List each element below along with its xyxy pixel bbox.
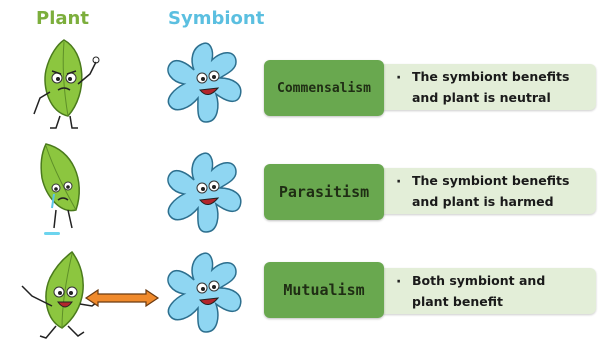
smiling-microbe-icon <box>167 252 242 333</box>
plant-column-header: Plant <box>36 8 89 29</box>
relationship-description-box: · The symbiont benefits and plant is har… <box>382 168 596 214</box>
relationship-label: Mutualism <box>264 262 384 318</box>
smiling-microbe-icon <box>167 42 242 123</box>
double-arrow-icon <box>84 288 160 308</box>
relationship-description: Both symbiont and plant benefit <box>412 273 546 309</box>
smiling-microbe-icon <box>167 152 242 233</box>
symbiont-column-header: Symbiont <box>168 8 265 29</box>
relationship-description-box: · Both symbiont and plant benefit <box>382 268 596 314</box>
relationship-description: The symbiont benefits and plant is harme… <box>412 173 570 209</box>
relationship-description-box: · The symbiont benefits and plant is neu… <box>382 64 596 110</box>
relationship-label: Commensalism <box>264 60 384 116</box>
crying-leaf-icon <box>40 143 80 235</box>
relationship-label: Parasitism <box>264 164 384 220</box>
bullet: · <box>396 174 402 190</box>
bullet: · <box>396 70 402 86</box>
happy-leaf-icon <box>21 250 101 339</box>
relationship-description: The symbiont benefits and plant is neutr… <box>412 69 570 105</box>
bullet: · <box>396 274 402 290</box>
waving-leaf-icon <box>33 39 100 129</box>
